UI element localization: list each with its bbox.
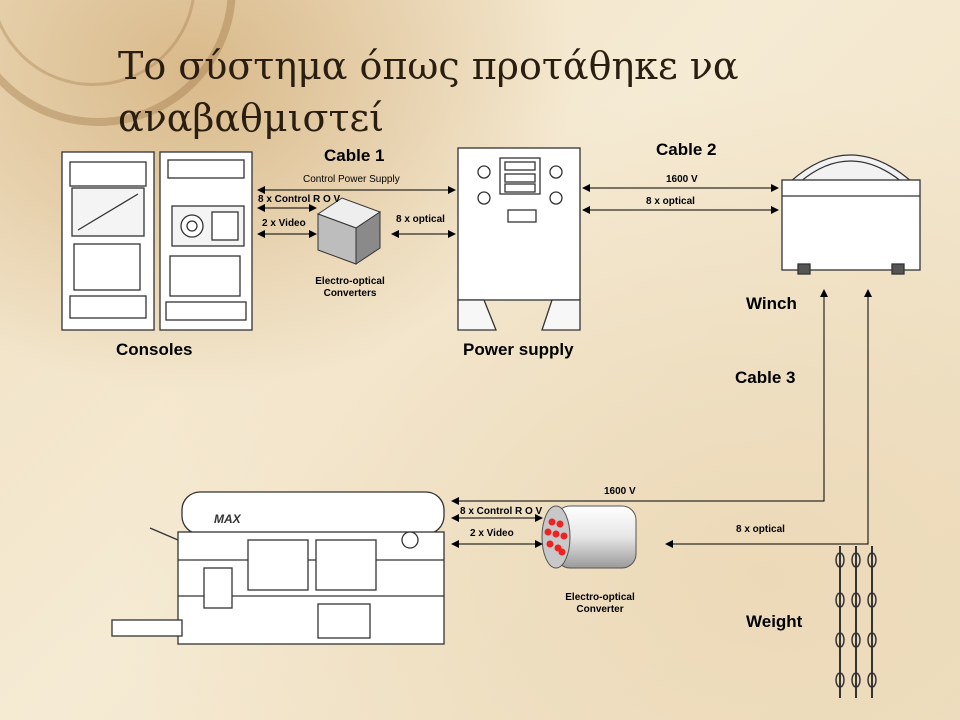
power-supply-label: Power supply [463, 340, 574, 359]
eo-converters-label: Electro-optical Converters [315, 276, 385, 299]
rov-vehicle [111, 491, 445, 645]
weight-label: Weight [746, 612, 803, 631]
cable2-label: Cable 2 [656, 140, 717, 159]
slide-title: Το σύστημα όπως προτάθηκε να αναβαθμιστε… [118, 44, 739, 140]
arrow-1600v-bottom [451, 289, 828, 505]
optical-top-label: 8 x optical [646, 196, 695, 207]
cable3-label: Cable 3 [735, 368, 796, 387]
control-power-supply-label: Control Power Supply [303, 174, 400, 185]
video-top-label: 2 x Video [262, 218, 306, 229]
1600v-top-label: 1600 V [666, 174, 698, 185]
cable1-label: Cable 1 [324, 146, 385, 165]
console-rack-left [61, 151, 155, 331]
weight-chains [835, 546, 877, 698]
eo-converter-label: Electro-optical Converter [565, 592, 635, 615]
control-rov-top-label: 8 x Control R O V [258, 194, 341, 205]
rov-brand-label: MAX [214, 512, 241, 526]
1600v-bottom-label: 1600 V [604, 486, 636, 497]
electro-optical-converter-cylinder [541, 505, 637, 569]
power-supply-unit [457, 147, 581, 331]
winch-label: Winch [746, 294, 797, 313]
video-bottom-label: 2 x Video [470, 528, 514, 539]
electro-optical-converters-cube [316, 197, 382, 265]
optical-mid-label: 8 x optical [396, 214, 445, 225]
optical-bottom-label: 8 x optical [736, 524, 785, 535]
winch [781, 154, 921, 275]
control-rov-bottom-label: 8 x Control R O V [460, 506, 543, 517]
consoles-label: Consoles [116, 340, 193, 359]
console-rack-right [159, 151, 253, 331]
arrow-optical-bottom [665, 289, 872, 548]
